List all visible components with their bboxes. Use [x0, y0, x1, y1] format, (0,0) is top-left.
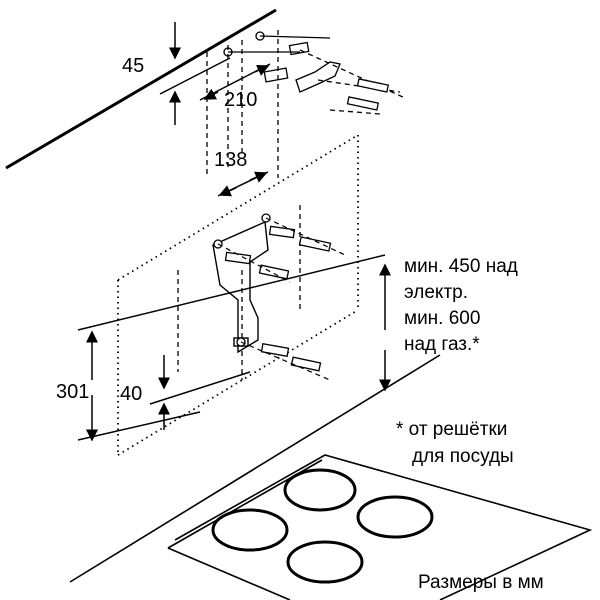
dim-45-label: 45 — [122, 55, 144, 77]
lower-screw-guides — [217, 217, 346, 381]
dim-138-line — [217, 171, 269, 197]
hood-outline — [117, 134, 359, 456]
upper-wall-plugs — [263, 41, 406, 115]
note-units: Размеры в мм — [418, 572, 544, 593]
dim-138-label: 138 — [214, 149, 247, 171]
note-min-height-2: электр. — [404, 282, 468, 303]
dim-210-line — [199, 63, 271, 101]
upper-screw-holes — [223, 31, 331, 57]
note-min-height-4: над газ.* — [404, 334, 480, 355]
dim-40-label: 40 — [120, 383, 142, 405]
note-footnote-1: * от решётки — [396, 419, 507, 440]
upper-screws — [346, 78, 390, 111]
dim-210-label: 210 — [224, 89, 257, 111]
lower-screws — [213, 213, 332, 372]
burner-back-right — [356, 495, 434, 539]
dim-301-lines — [77, 254, 386, 442]
upper-guide-lines — [177, 30, 301, 380]
note-min-height-3: мин. 600 — [404, 308, 480, 329]
burner-back-left — [283, 468, 357, 512]
dim-40-arrows — [149, 355, 251, 430]
note-min-height-1: мин. 450 над — [404, 256, 518, 277]
burner-front-left — [211, 508, 289, 552]
dim-301-label: 301 — [56, 381, 89, 403]
burner-front-right — [286, 540, 364, 584]
ceiling-line — [5, 8, 277, 170]
dim-45-arrows — [159, 22, 231, 125]
note-footnote-2: для посуды — [412, 446, 514, 467]
cooktop — [69, 354, 593, 600]
